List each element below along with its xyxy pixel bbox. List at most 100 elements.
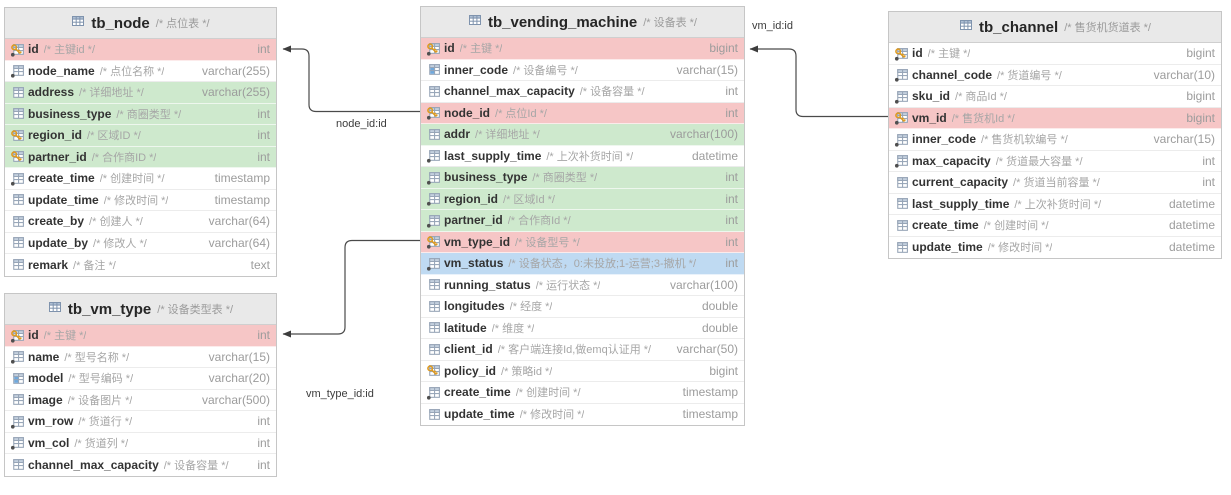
column-type: int xyxy=(725,191,738,206)
column-row-vm_status[interactable]: vm_status/* 设备状态，0:未投放;1-运营;3-撤机 */int xyxy=(421,253,744,275)
column-comment: /* 合作商Id */ xyxy=(507,215,571,228)
table-tb_vending_machine[interactable]: tb_vending_machine/* 设备表 */id/* 主键 */big… xyxy=(420,6,745,426)
column-name: vm_row xyxy=(28,414,74,429)
column-name: id xyxy=(912,46,923,61)
column-row-running_status[interactable]: running_status/* 运行状态 */varchar(100) xyxy=(421,274,744,296)
column-comment: /* 售货机Id */ xyxy=(951,112,1015,125)
column-row-vm_row[interactable]: vm_row/* 货道行 */int xyxy=(5,411,276,433)
column-row-create_time[interactable]: create_time/* 创建时间 */datetime xyxy=(889,215,1221,237)
column-row-node_name[interactable]: node_name/* 点位名称 */varchar(255) xyxy=(5,60,276,82)
column-row-max_capacity[interactable]: max_capacity/* 货道最大容量 */int xyxy=(889,150,1221,172)
column-icon xyxy=(9,457,25,472)
column-row-update_time[interactable]: update_time/* 修改时间 */timestamp xyxy=(421,403,744,425)
column-row-name[interactable]: name/* 型号名称 */varchar(15) xyxy=(5,346,276,368)
column-row-id[interactable]: id/* 主键 */int xyxy=(5,325,276,347)
column-row-address[interactable]: address/* 详细地址 */varchar(255) xyxy=(5,82,276,104)
column-comment: /* 点位名称 */ xyxy=(99,65,165,78)
column-row-id[interactable]: id/* 主键 */bigint xyxy=(889,43,1221,65)
column-type: datetime xyxy=(1168,196,1215,211)
column-type: bigint xyxy=(709,41,738,56)
column-name: addr xyxy=(444,127,471,142)
column-row-remark[interactable]: remark/* 备注 */text xyxy=(5,254,276,276)
column-comment: /* 设备编号 */ xyxy=(513,64,578,77)
column-type: datetime xyxy=(691,148,738,163)
column-row-id[interactable]: id/* 主键 */bigint xyxy=(421,38,744,60)
column-name: partner_id xyxy=(444,213,503,228)
column-row-current_capacity[interactable]: current_capacity/* 货道当前容量 */int xyxy=(889,172,1221,194)
column-comment: /* 备注 */ xyxy=(73,259,116,272)
column-row-image[interactable]: image/* 设备图片 */varchar(500) xyxy=(5,389,276,411)
column-comment: /* 修改时间 */ xyxy=(987,242,1053,255)
column-row-update_time[interactable]: update_time/* 修改时间 */datetime xyxy=(889,236,1221,258)
column-type: varchar(500) xyxy=(201,392,270,407)
column-row-vm_type_id[interactable]: vm_type_id/* 设备型号 */int xyxy=(421,231,744,253)
column-row-last_supply_time[interactable]: last_supply_time/* 上次补货时间 */datetime xyxy=(889,193,1221,215)
column-row-create_time[interactable]: create_time/* 创建时间 */timestamp xyxy=(421,382,744,404)
table-header[interactable]: tb_vending_machine/* 设备表 */ xyxy=(421,7,744,38)
column-row-latitude[interactable]: latitude/* 维度 */double xyxy=(421,317,744,339)
table-header[interactable]: tb_channel/* 售货机货道表 */ xyxy=(889,12,1221,43)
column-row-channel_max_capacity[interactable]: channel_max_capacity/* 设备容量 */int xyxy=(421,81,744,103)
column-type: varchar(255) xyxy=(201,63,270,78)
column-row-channel_max_capacity[interactable]: channel_max_capacity/* 设备容量 */int xyxy=(5,454,276,476)
column-row-node_id[interactable]: node_id/* 点位Id */int xyxy=(421,102,744,124)
column-type: int xyxy=(725,170,738,185)
column-row-channel_code[interactable]: channel_code/* 货道编号 */varchar(10) xyxy=(889,64,1221,86)
table-title: tb_channel xyxy=(979,18,1059,36)
column-comment: /* 主键 */ xyxy=(927,48,971,61)
column-indexed-icon xyxy=(9,371,25,386)
column-row-region_id[interactable]: region_id/* 区域ID */int xyxy=(5,125,276,147)
column-row-business_type[interactable]: business_type/* 商圈类型 */int xyxy=(5,103,276,125)
column-icon xyxy=(9,63,25,78)
column-row-business_type[interactable]: business_type/* 商圈类型 */int xyxy=(421,167,744,189)
column-type: double xyxy=(701,320,738,335)
column-type: double xyxy=(701,299,738,314)
column-row-addr[interactable]: addr/* 详细地址 */varchar(100) xyxy=(421,124,744,146)
column-icon xyxy=(425,127,441,142)
column-row-partner_id[interactable]: partner_id /* 合作商Id */ int xyxy=(421,210,744,232)
column-row-update_time[interactable]: update_time/* 修改时间 */timestamp xyxy=(5,189,276,211)
column-comment: /* 创建人 */ xyxy=(89,216,143,229)
key-column-icon xyxy=(9,328,25,343)
column-type: int xyxy=(725,256,738,271)
column-icon xyxy=(9,435,25,450)
column-row-create_by[interactable]: create_by/* 创建人 */varchar(64) xyxy=(5,211,276,233)
table-header[interactable]: tb_node/* 点位表 */ xyxy=(5,8,276,39)
column-row-vm_col[interactable]: vm_col/* 货道列 */int xyxy=(5,432,276,454)
column-row-sku_id[interactable]: sku_id/* 商品Id */bigint xyxy=(889,86,1221,108)
column-icon xyxy=(9,257,25,272)
column-name: inner_code xyxy=(912,132,977,147)
column-row-last_supply_time[interactable]: last_supply_time/* 上次补货时间 */datetime xyxy=(421,145,744,167)
column-icon xyxy=(9,392,25,407)
table-header[interactable]: tb_vm_type/* 设备类型表 */ xyxy=(5,294,276,325)
column-row-region_id[interactable]: region_id/* 区域Id */int xyxy=(421,188,744,210)
column-type: int xyxy=(725,213,738,228)
column-row-model[interactable]: model/* 型号编码 */varchar(20) xyxy=(5,368,276,390)
column-name: model xyxy=(28,371,64,386)
column-type: varchar(15) xyxy=(1153,132,1215,147)
column-type: text xyxy=(250,257,270,272)
column-row-vm_id[interactable]: vm_id/* 售货机Id */bigint xyxy=(889,107,1221,129)
column-row-id[interactable]: id/* 主键id */int xyxy=(5,39,276,61)
column-row-client_id[interactable]: client_id/* 客户端连接Id,做emq认证用 */varchar(50… xyxy=(421,339,744,361)
column-type: varchar(100) xyxy=(669,127,738,142)
column-comment: /* 点位Id */ xyxy=(495,107,547,120)
column-row-create_time[interactable]: create_time/* 创建时间 */timestamp xyxy=(5,168,276,190)
key-column-icon xyxy=(425,41,441,56)
key-column-icon xyxy=(9,149,25,164)
column-row-policy_id[interactable]: policy_id/* 策略id */bigint xyxy=(421,360,744,382)
column-row-inner_code[interactable]: inner_code/* 设备编号 */varchar(15) xyxy=(421,59,744,81)
column-row-inner_code[interactable]: inner_code/* 售货机软编号 */varchar(15) xyxy=(889,129,1221,151)
column-row-partner_id[interactable]: partner_id/* 合作商ID */int xyxy=(5,146,276,168)
column-comment: /* 策略id */ xyxy=(501,365,553,378)
column-name: region_id xyxy=(28,128,83,143)
column-row-longitudes[interactable]: longitudes/* 经度 */double xyxy=(421,296,744,318)
key-column-icon xyxy=(893,110,909,125)
column-row-update_by[interactable]: update_by/* 修改人 */varchar(64) xyxy=(5,232,276,254)
table-icon xyxy=(959,18,973,37)
column-type: int xyxy=(257,414,270,429)
table-comment: /* 设备类型表 */ xyxy=(157,304,234,316)
